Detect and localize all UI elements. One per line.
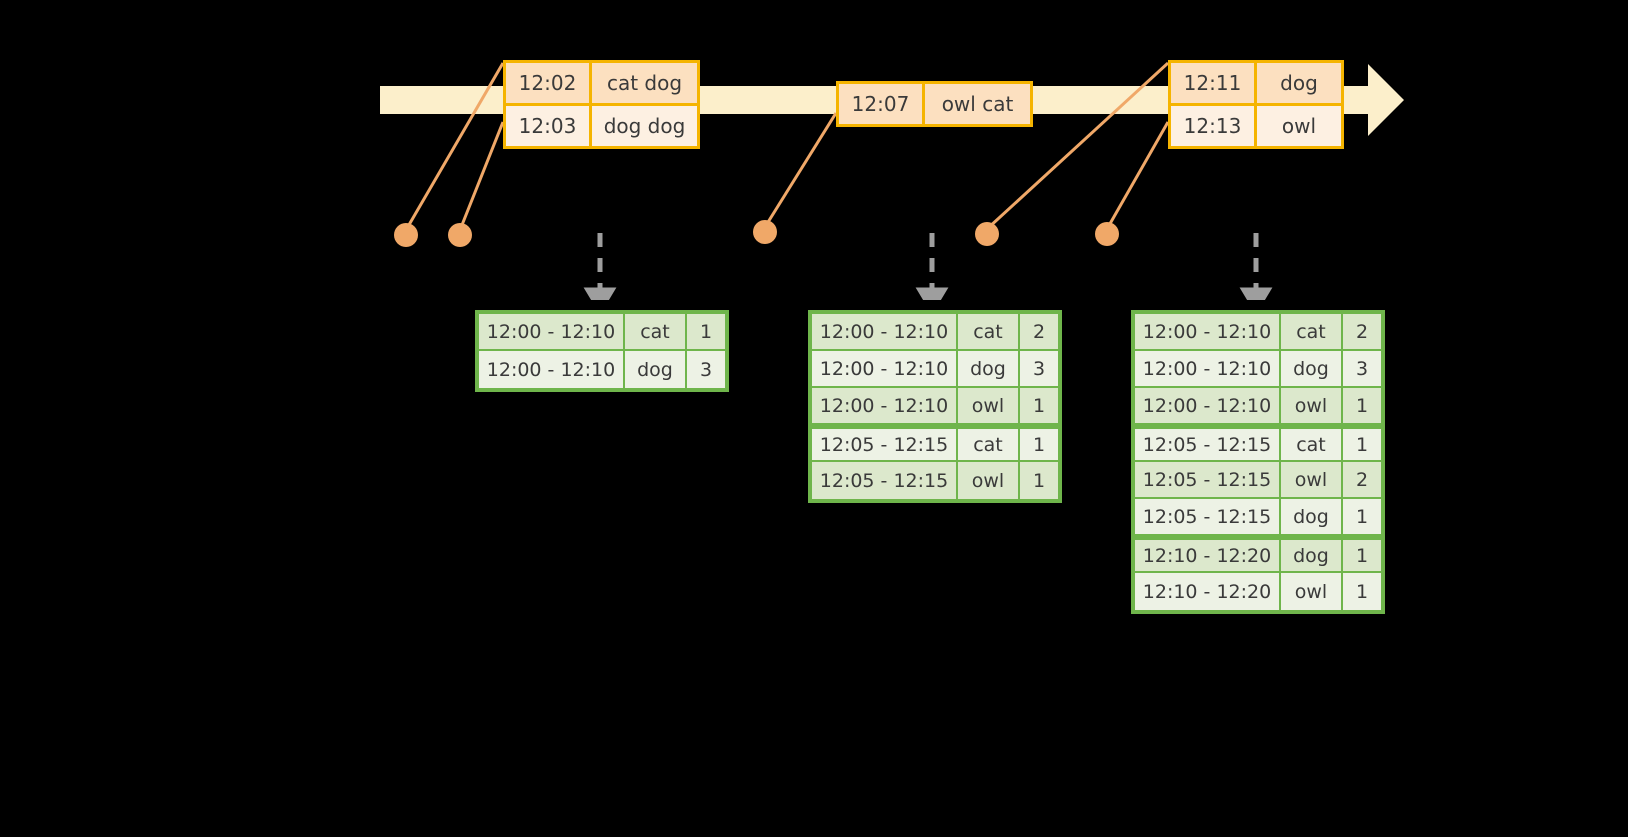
cell-count: 1: [687, 314, 725, 351]
timeline-graphics: [380, 61, 1404, 300]
cell-word: dog: [1281, 540, 1343, 573]
cell-window: 12:00 - 12:10: [479, 351, 625, 388]
event-row: 12:11 dog: [1171, 63, 1341, 103]
cell-word: dog: [1281, 351, 1343, 388]
event-row: 12:13 owl: [1171, 103, 1341, 146]
cell-count: 1: [1343, 388, 1381, 425]
event-words: dog dog: [592, 106, 697, 146]
cell-count: 3: [687, 351, 725, 388]
dashed-trigger-arrows: [583, 233, 1273, 300]
cell-word: owl: [1281, 573, 1343, 610]
cell-window: 12:05 - 12:15: [1135, 429, 1281, 462]
cell-window: 12:05 - 12:15: [1135, 499, 1281, 536]
connector-dot-1: [394, 223, 418, 247]
cell-count: 3: [1343, 351, 1381, 388]
cell-count: 3: [1020, 351, 1058, 388]
cell-window: 12:00 - 12:10: [1135, 388, 1281, 425]
connector-dot-3: [753, 220, 777, 244]
events-group-2: 12:07 owl cat: [836, 81, 1033, 127]
cell-window: 12:00 - 12:10: [812, 388, 958, 425]
event-row: 12:02 cat dog: [506, 63, 697, 103]
cell-count: 1: [1343, 540, 1381, 573]
connector-dot-4: [975, 222, 999, 246]
cell-count: 1: [1343, 499, 1381, 536]
cell-word: owl: [1281, 388, 1343, 425]
connector-dot-5: [1095, 222, 1119, 246]
cell-word: cat: [958, 314, 1020, 351]
cell-count: 2: [1343, 314, 1381, 351]
connector-dots: [394, 220, 1119, 247]
cell-window: 12:00 - 12:10: [1135, 351, 1281, 388]
event-words: owl cat: [925, 84, 1030, 124]
cell-word: dog: [958, 351, 1020, 388]
cell-count: 1: [1020, 429, 1058, 462]
cell-count: 1: [1020, 388, 1058, 425]
cell-word: dog: [1281, 499, 1343, 536]
events-group-1: 12:02 cat dog 12:03 dog dog: [503, 60, 700, 149]
cell-window: 12:10 - 12:20: [1135, 573, 1281, 610]
cell-window: 12:00 - 12:10: [1135, 314, 1281, 351]
cell-window: 12:10 - 12:20: [1135, 540, 1281, 573]
event-time: 12:07: [839, 84, 925, 124]
event-time: 12:11: [1171, 63, 1257, 103]
cell-word: owl: [1281, 462, 1343, 499]
cell-count: 1: [1343, 429, 1381, 462]
cell-word: owl: [958, 388, 1020, 425]
event-words: cat dog: [592, 63, 697, 103]
cell-window: 12:00 - 12:10: [812, 351, 958, 388]
cell-window: 12:05 - 12:15: [1135, 462, 1281, 499]
event-time: 12:13: [1171, 106, 1257, 146]
events-group-3: 12:11 dog 12:13 owl: [1168, 60, 1344, 149]
cell-word: cat: [625, 314, 687, 351]
event-time: 12:02: [506, 63, 592, 103]
cell-count: 1: [1343, 573, 1381, 610]
cell-word: dog: [625, 351, 687, 388]
cell-word: cat: [1281, 429, 1343, 462]
connector-dot-2: [448, 223, 472, 247]
cell-window: 12:05 - 12:15: [812, 462, 958, 499]
cell-window: 12:00 - 12:10: [479, 314, 625, 351]
cell-word: cat: [1281, 314, 1343, 351]
cell-word: owl: [958, 462, 1020, 499]
event-time: 12:03: [506, 106, 592, 146]
event-row: 12:07 owl cat: [839, 84, 1030, 124]
cell-window: 12:05 - 12:15: [812, 429, 958, 462]
cell-window: 12:00 - 12:10: [812, 314, 958, 351]
cell-count: 2: [1020, 314, 1058, 351]
event-row: 12:03 dog dog: [506, 103, 697, 146]
cell-count: 2: [1343, 462, 1381, 499]
cell-count: 1: [1020, 462, 1058, 499]
cell-word: cat: [958, 429, 1020, 462]
event-words: dog: [1257, 63, 1341, 103]
event-words: owl: [1257, 106, 1341, 146]
